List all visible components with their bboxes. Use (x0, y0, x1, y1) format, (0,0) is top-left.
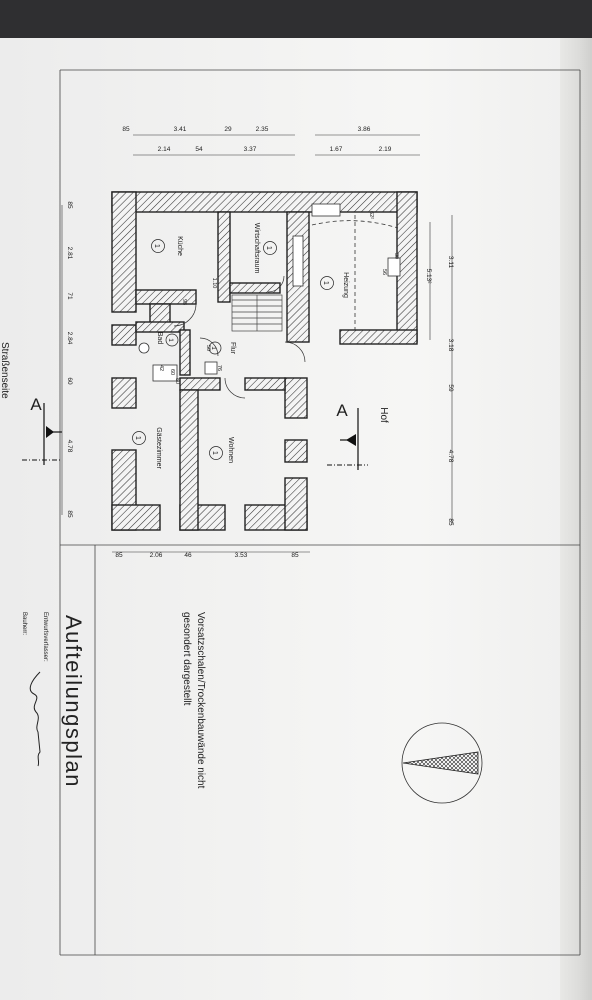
svg-text:3.37: 3.37 (244, 146, 257, 153)
unit-kueche: 1 (153, 244, 160, 248)
unit-gaestezimmer: 1 (134, 436, 141, 440)
svg-text:85: 85 (291, 552, 299, 559)
svg-text:85: 85 (447, 518, 454, 526)
room-bad: Bad (156, 332, 163, 345)
svg-text:3.11: 3.11 (447, 256, 454, 269)
svg-text:85: 85 (66, 201, 73, 209)
svg-text:29: 29 (224, 126, 232, 133)
unit-flur: 1 (210, 346, 217, 350)
room-heizung: Heizung (342, 272, 349, 298)
svg-text:2.81: 2.81 (66, 247, 73, 260)
svg-text:A: A (30, 395, 42, 414)
unit-bad: 1 (167, 338, 174, 342)
svg-text:80: 80 (174, 378, 180, 384)
svg-text:A: A (336, 401, 348, 420)
svg-text:2.35: 2.35 (256, 126, 269, 133)
north-arrow-icon (401, 722, 483, 804)
svg-text:56: 56 (381, 269, 387, 275)
designer-label: Entwurfsverfasser: (42, 612, 48, 662)
svg-text:42: 42 (158, 365, 164, 371)
staircase (231, 294, 283, 332)
svg-text:71: 71 (66, 292, 73, 300)
svg-text:2.06: 2.06 (150, 552, 163, 559)
fixtures (138, 235, 401, 382)
unit-wirtschaftsraum: 1 (265, 246, 272, 250)
heating-dashed (311, 203, 399, 330)
svg-text:59: 59 (447, 384, 454, 392)
room-flur: Flur (229, 342, 236, 355)
svg-text:2.14: 2.14 (158, 146, 171, 153)
svg-text:4.78: 4.78 (447, 450, 454, 463)
svg-text:5.13²: 5.13² (425, 269, 432, 285)
room-gaestezimmer: Gästezimmer (155, 427, 162, 469)
svg-text:3.86: 3.86 (358, 126, 371, 133)
walls (111, 191, 418, 531)
svg-text:98: 98 (181, 299, 187, 305)
plan-title: Aufteilungsplan (61, 615, 86, 788)
svg-text:3.53: 3.53 (235, 552, 248, 559)
unit-heizung: 1 (322, 281, 329, 285)
unit-wohnen: 1 (211, 451, 218, 455)
svg-text:54: 54 (195, 146, 203, 153)
room-wirtschaftsraum: Wirtschaftsraum (253, 223, 260, 274)
svg-text:85: 85 (115, 552, 123, 559)
svg-text:1.10: 1.10 (211, 278, 217, 289)
svg-text:60: 60 (169, 369, 175, 375)
section-marker-yard: A (327, 401, 368, 470)
section-marker-street: A (22, 395, 62, 465)
svg-text:3.41: 3.41 (174, 126, 187, 133)
svg-text:60: 60 (66, 377, 73, 385)
svg-text:62²: 62² (368, 211, 374, 219)
svg-text:76: 76 (216, 365, 222, 371)
signature (29, 671, 41, 767)
svg-text:85: 85 (122, 126, 130, 133)
dimension-lines (61, 134, 453, 553)
dimension-texts: 85 3.41 29 2.35 3.86 2.14 54 3.37 1.67 2… (66, 126, 454, 559)
plan-note-line2: gesondert dargestellt (181, 612, 192, 706)
room-wohnen: Wohnen (227, 437, 234, 463)
svg-text:4.78: 4.78 (66, 440, 73, 453)
paper-fold (560, 38, 592, 1000)
plan-note-line1: Vorsatzschalen/Trockenbauwände nicht (195, 612, 206, 789)
svg-text:1.67: 1.67 (330, 146, 343, 153)
room-kueche: Küche (176, 236, 183, 256)
svg-text:30: 30 (393, 253, 399, 259)
sheet-frame (59, 69, 581, 956)
title-block: Aufteilungsplan Vorsatzschalen/Trockenba… (21, 612, 206, 789)
owner-label: Bauherr: (21, 612, 27, 635)
svg-text:85: 85 (66, 510, 73, 518)
yard-label: Hof (378, 407, 389, 423)
svg-text:46: 46 (184, 552, 192, 559)
svg-text:2.19: 2.19 (379, 146, 392, 153)
street-label: Straßenseite (0, 342, 10, 399)
svg-text:50: 50 (205, 345, 211, 351)
room-labels: Küche 1 Wirtschaftsraum 1 Heizung 1 Bad … (132, 223, 349, 469)
svg-text:2.84: 2.84 (66, 332, 73, 345)
svg-text:3.18: 3.18 (447, 339, 454, 352)
